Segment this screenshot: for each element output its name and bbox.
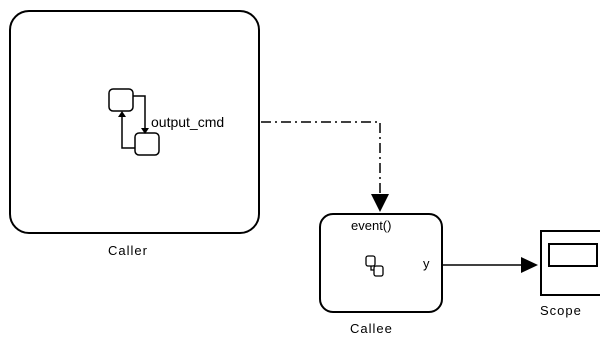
callee-output-port-label: y: [423, 256, 430, 271]
scope-block[interactable]: [540, 230, 600, 296]
callee-block-label: Callee: [350, 321, 393, 336]
data-signal-arrowhead: [521, 257, 538, 273]
caller-block-label: Caller: [108, 243, 148, 258]
callee-trigger-port-label: event(): [351, 218, 392, 233]
function-call-arrowhead: [371, 194, 389, 212]
scope-block-label: Scope: [540, 303, 582, 318]
function-call-signal-line[interactable]: [261, 121, 381, 194]
callee-block[interactable]: [319, 213, 443, 313]
caller-output-port-label: output_cmd: [151, 114, 225, 130]
